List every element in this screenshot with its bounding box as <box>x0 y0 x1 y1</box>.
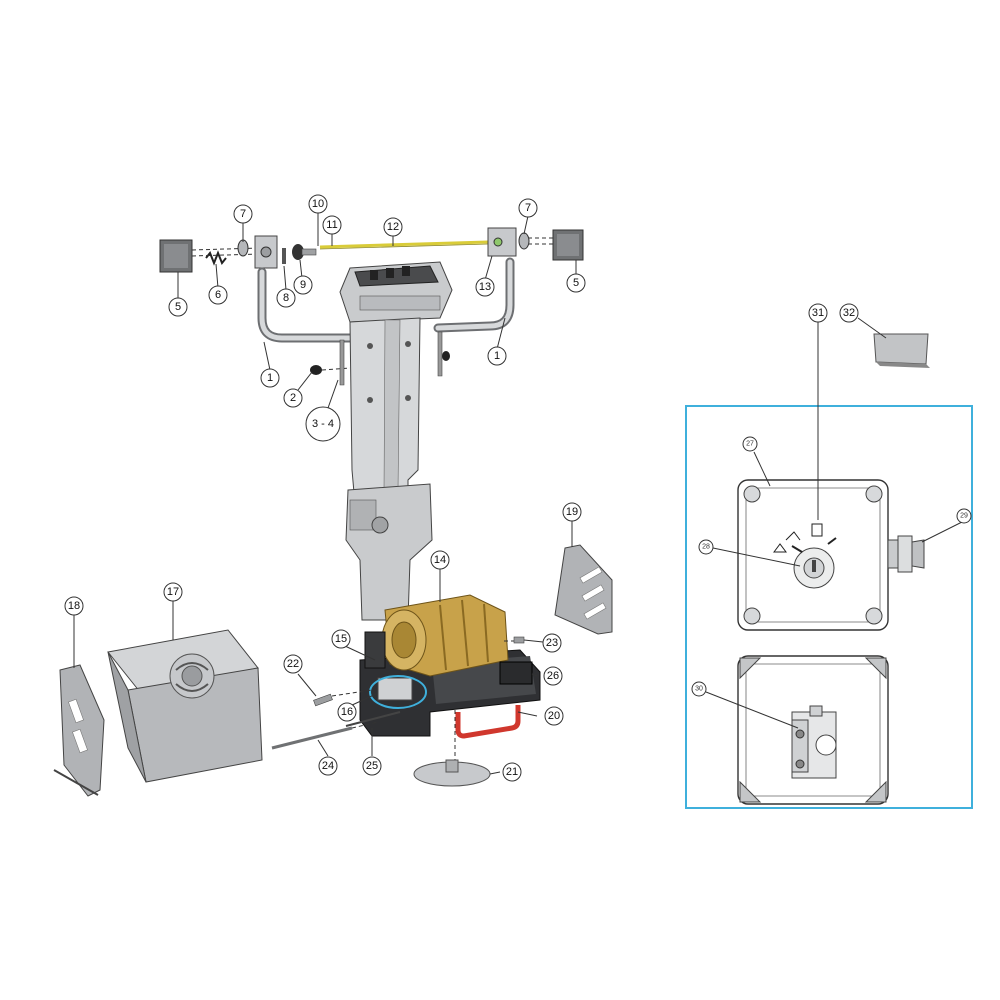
right-lever-bracket-7 <box>487 227 530 257</box>
callout-16-label: 16 <box>341 706 353 718</box>
callout-14-label: 14 <box>434 554 446 566</box>
callout-1b: 1 <box>487 346 507 366</box>
callout-6: 6 <box>208 285 228 305</box>
callout-12: 12 <box>383 217 403 237</box>
right-grip-5 <box>552 229 584 261</box>
detail-frame <box>685 405 973 809</box>
callout-7a-label: 7 <box>240 208 246 220</box>
callout-3-4-label: 3 - 4 <box>312 418 334 430</box>
callout-14: 14 <box>430 550 450 570</box>
callout-29-label: 29 <box>960 513 968 520</box>
pin-8 <box>282 248 286 264</box>
callout-10-label: 10 <box>312 198 324 210</box>
clutch-15 <box>364 631 386 669</box>
callout-32-label: 32 <box>843 307 855 319</box>
knob-2 <box>310 365 351 375</box>
rod-24 <box>271 726 353 750</box>
callout-15: 15 <box>331 629 351 649</box>
callout-21: 21 <box>502 762 522 782</box>
callout-19: 19 <box>562 502 582 522</box>
red-handle-20 <box>455 705 521 739</box>
callout-26-label: 26 <box>547 670 559 682</box>
cover-17 <box>107 629 263 783</box>
callout-28: 28 <box>698 539 714 555</box>
callout-3-4: 3 - 4 <box>305 406 341 442</box>
callout-27-label: 27 <box>746 441 754 448</box>
spring-6 <box>205 250 227 266</box>
leader-lines <box>73 212 963 775</box>
callout-22: 22 <box>283 654 303 674</box>
callout-28-label: 28 <box>702 544 710 551</box>
callout-17: 17 <box>163 582 183 602</box>
callout-9: 9 <box>293 275 313 295</box>
foot-disk-21 <box>413 710 491 787</box>
callout-29: 29 <box>956 508 972 524</box>
left-grip-5 <box>159 239 193 273</box>
callout-10: 10 <box>308 194 328 214</box>
callout-7a: 7 <box>233 204 253 224</box>
callout-13-label: 13 <box>479 281 491 293</box>
callout-12-label: 12 <box>387 221 399 233</box>
callout-18-label: 18 <box>68 600 80 612</box>
callout-32: 32 <box>839 303 859 323</box>
contact-block-30 <box>791 705 837 779</box>
switch-box-27 <box>737 479 889 631</box>
left-lever-bracket-7 <box>237 235 278 269</box>
callout-5b: 5 <box>566 273 586 293</box>
motor-14 <box>381 594 509 677</box>
callout-1b-label: 1 <box>494 350 500 362</box>
mast-column <box>345 317 433 621</box>
side-plate-18 <box>53 664 105 797</box>
callout-17-label: 17 <box>167 586 179 598</box>
callout-24: 24 <box>318 756 338 776</box>
callout-8: 8 <box>276 288 296 308</box>
callout-16: 16 <box>337 702 357 722</box>
callout-13: 13 <box>475 277 495 297</box>
callout-25-label: 25 <box>366 760 378 772</box>
callout-23: 23 <box>542 633 562 653</box>
callout-25: 25 <box>362 756 382 776</box>
callout-5a-label: 5 <box>175 301 181 313</box>
clip-3-4 <box>339 331 450 386</box>
callout-6-label: 6 <box>215 289 221 301</box>
callout-15-label: 15 <box>335 633 347 645</box>
cable-gland-29 <box>887 535 925 573</box>
bumper-26 <box>499 661 533 685</box>
knob-9 <box>292 244 317 260</box>
callout-22-label: 22 <box>287 658 299 670</box>
callout-24-label: 24 <box>322 760 334 772</box>
callout-31-label: 31 <box>812 307 824 319</box>
screw-22 <box>313 689 373 707</box>
callout-2: 2 <box>283 388 303 408</box>
callout-5b-label: 5 <box>573 277 579 289</box>
callout-26: 26 <box>543 666 563 686</box>
rod-25 <box>345 711 401 727</box>
callout-8-label: 8 <box>283 292 289 304</box>
callout-18: 18 <box>64 596 84 616</box>
control-head <box>339 261 453 323</box>
callout-5a: 5 <box>168 297 188 317</box>
callout-31: 31 <box>808 303 828 323</box>
label-plate-32 <box>873 333 930 368</box>
callout-11: 11 <box>322 215 342 235</box>
callout-27: 27 <box>742 436 758 452</box>
callout-7b: 7 <box>518 198 538 218</box>
callout-23-label: 23 <box>546 637 558 649</box>
callout-20-label: 20 <box>548 710 560 722</box>
cable-12 <box>319 240 489 249</box>
callout-1a: 1 <box>260 368 280 388</box>
callout-30: 30 <box>691 681 707 697</box>
callout-21-label: 21 <box>506 766 518 778</box>
callout-30-label: 30 <box>695 686 703 693</box>
callout-9-label: 9 <box>300 279 306 291</box>
callout-2-label: 2 <box>290 392 296 404</box>
callout-19-label: 19 <box>566 506 578 518</box>
callout-1a-label: 1 <box>267 372 273 384</box>
side-plate-19 <box>554 544 613 635</box>
callout-20: 20 <box>544 706 564 726</box>
callout-11-label: 11 <box>326 219 337 231</box>
callout-7b-label: 7 <box>525 202 531 214</box>
bracket-16 <box>369 675 427 709</box>
